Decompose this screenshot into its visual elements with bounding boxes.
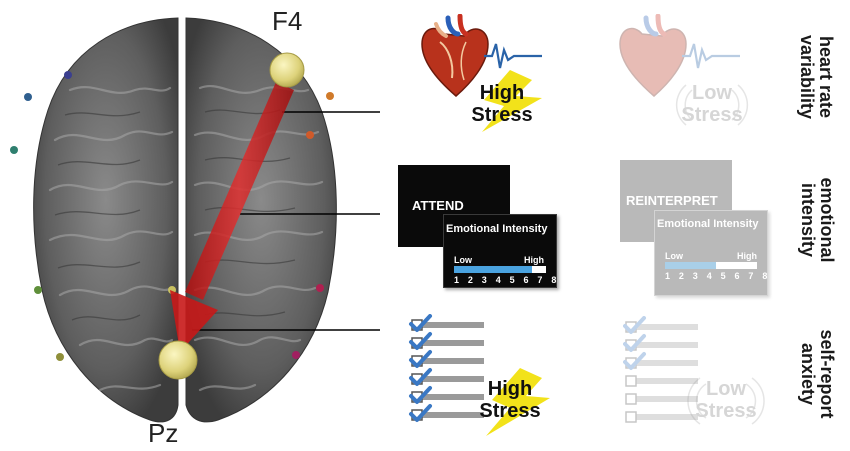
attend-scale-numbers: 1 2 3 4 5 6 7 8 9: [454, 275, 574, 285]
measure-label-anxiety: self-report anxiety: [798, 329, 837, 419]
electrode-label-pz: Pz: [148, 418, 179, 448]
reinterpret-scale-fill: [665, 262, 716, 269]
measure-label-hrv: heart rate variability: [797, 34, 836, 120]
heart-icon: [421, 14, 542, 97]
scalp-electrode: [56, 353, 64, 361]
electrode-label-f4: F4: [272, 6, 303, 36]
attend-scale-track: [454, 266, 546, 273]
hrv-high-stress-text: High Stress: [471, 82, 533, 126]
right-hemisphere: [185, 17, 337, 423]
attend-scale-high: High: [524, 255, 544, 265]
attend-subtitle: Emotional Intensity: [446, 223, 548, 235]
ripple-icon: [687, 377, 765, 425]
heart-icon-faded: [619, 14, 740, 97]
anxiety-low-stress-text: Low Stress: [695, 378, 757, 422]
electrode-f4: [269, 52, 305, 88]
scalp-electrode: [64, 71, 72, 79]
reinterpret-title: REINTERPRET: [626, 193, 718, 208]
checklist-icon: [409, 314, 484, 422]
scalp-electrode: [316, 284, 324, 292]
attend-rating-panel: [443, 214, 557, 288]
scalp-electrode: [306, 131, 314, 139]
attend-title: ATTEND: [412, 198, 464, 213]
left-hemisphere: [33, 17, 179, 423]
reinterpret-scale-low: Low: [665, 251, 683, 261]
ripple-icon: [675, 84, 749, 126]
reinterpret-rating-panel: [654, 210, 768, 296]
attend-scale-fill: [454, 266, 533, 273]
anxiety-high-stress-text: High Stress: [479, 378, 541, 422]
brain-diagram: [10, 17, 380, 423]
reinterpret-scale-high: High: [737, 251, 757, 261]
measure-label-emotion: emotional intensity: [798, 177, 837, 263]
checklist-icon-faded: [623, 316, 698, 423]
connectivity-arrow: [170, 82, 294, 352]
reinterpret-scale-track: [665, 262, 757, 269]
scalp-electrode: [10, 146, 18, 154]
lightning-icon: [482, 70, 542, 132]
scalp-electrode: [292, 351, 300, 359]
attend-scale-low: Low: [454, 255, 472, 265]
scalp-electrode: [24, 93, 32, 101]
hrv-low-stress-text: Low Stress: [681, 82, 743, 126]
lightning-icon: [486, 368, 550, 436]
scalp-electrode: [34, 286, 42, 294]
reinterpret-subtitle: Emotional Intensity: [657, 218, 759, 230]
scalp-electrode: [326, 92, 334, 100]
electrode-pz: [158, 340, 198, 380]
reinterpret-scale-numbers: 1 2 3 4 5 6 7 8 9: [665, 271, 785, 281]
